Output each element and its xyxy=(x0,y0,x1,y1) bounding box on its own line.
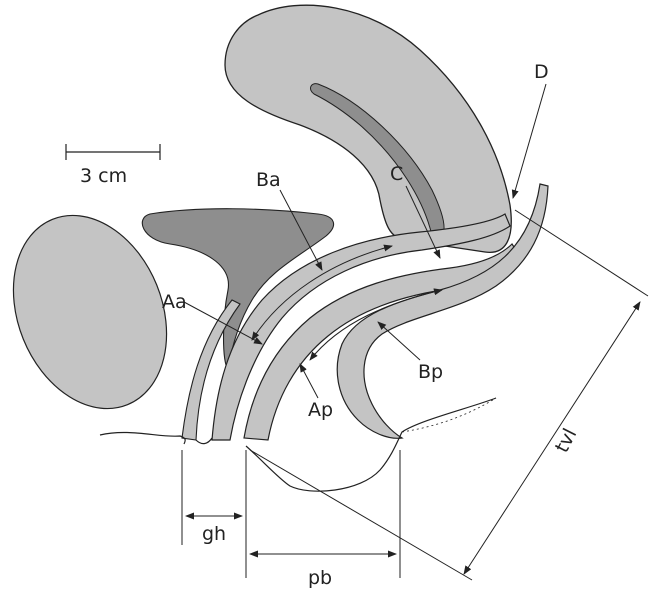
perineum-contour xyxy=(100,398,496,491)
posterior-wall xyxy=(244,244,520,440)
label-pb: pb xyxy=(308,567,332,589)
label-c: C xyxy=(390,163,403,185)
scale-bar xyxy=(66,144,160,160)
scale-label: 3 cm xyxy=(80,165,127,187)
ap-pointer xyxy=(300,364,318,398)
pb-measure xyxy=(250,450,400,578)
label-d: D xyxy=(534,61,549,83)
bp-pointer xyxy=(378,322,420,360)
label-bp: Bp xyxy=(418,361,443,383)
label-tvl: tvl xyxy=(551,425,581,456)
label-aa: Aa xyxy=(162,291,187,313)
label-ap: Ap xyxy=(308,399,333,421)
label-gh: gh xyxy=(202,523,226,545)
d-pointer xyxy=(513,84,546,198)
label-ba: Ba xyxy=(256,169,281,191)
gh-measure xyxy=(182,450,246,578)
